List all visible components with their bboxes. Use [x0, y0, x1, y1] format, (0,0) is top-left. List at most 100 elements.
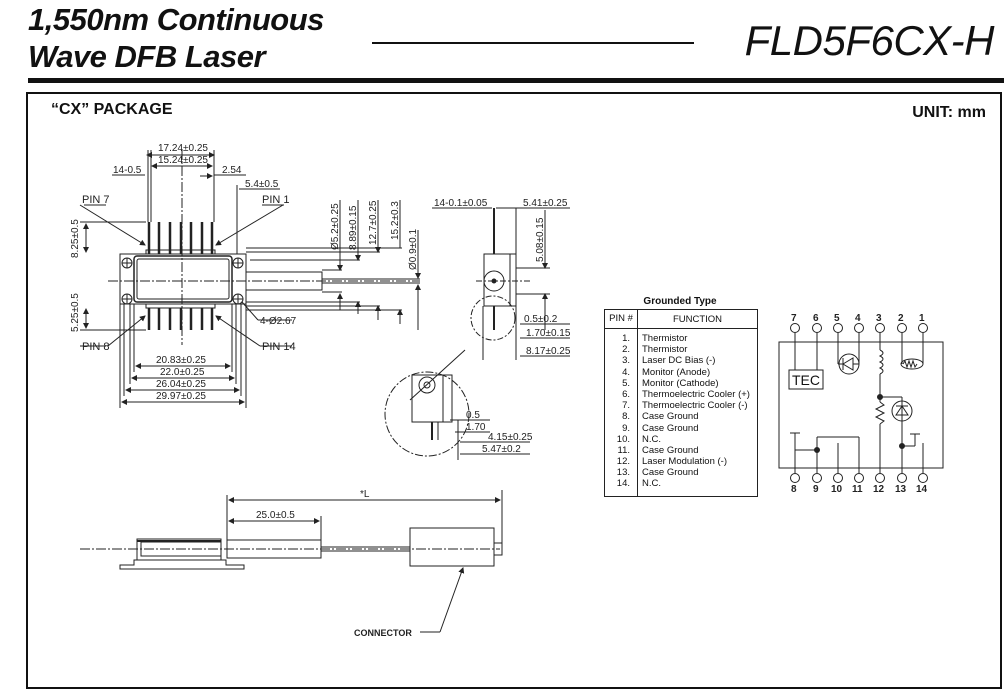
pin-number-cell: 12. — [616, 456, 630, 468]
pin-table-header: PIN # FUNCTION — [605, 310, 757, 329]
pin14-label: PIN 14 — [262, 341, 296, 353]
pin-number-cell: 2. — [622, 344, 630, 356]
pin-function-cell: Thermistor — [642, 344, 688, 356]
pin-number: 8 — [791, 484, 797, 495]
pin-number-cell: 13. — [616, 467, 630, 479]
dim-25-0: 25.0±0.5 — [256, 510, 295, 521]
header-function: FUNCTION — [672, 313, 723, 325]
dim-29-97: 29.97±0.25 — [156, 391, 206, 402]
pin-number-cell: 11. — [617, 444, 630, 456]
pin8-label: PIN 8 — [82, 341, 110, 353]
dim-5-4: 5.4±0.5 — [245, 179, 279, 190]
pin-number-cell: 1. — [622, 333, 630, 344]
dim-1-70-side: 1.70±0.15 — [526, 328, 571, 339]
pin-function-cell: N.C. — [642, 478, 661, 490]
dim-22-0: 22.0±0.25 — [160, 367, 205, 378]
pin-number-cell: 7. — [622, 400, 630, 412]
product-title-line2: Wave DFB Laser — [28, 39, 266, 74]
pin-function-cell: N.C. — [642, 433, 661, 445]
pin-number-cell: 4. — [622, 366, 630, 378]
dim-lead: 14-0.1±0.05 — [434, 198, 488, 209]
pin-function-cell: Thermoelectric Cooler (+) — [642, 388, 750, 400]
pin-number: 12 — [873, 484, 885, 495]
elevation-view — [80, 490, 503, 633]
package-label: “CX” PACKAGE — [51, 101, 173, 118]
pin-number-cell: 3. — [622, 355, 630, 367]
pin-number-cell: 8. — [622, 411, 630, 423]
dim-1-70-detail: 1.70 — [466, 422, 486, 433]
dim-15-24: 15.24±0.25 — [158, 155, 208, 166]
pin-number: 5 — [834, 313, 840, 324]
pin-function-cell: Case Ground — [642, 422, 699, 434]
bottom-pin-circles — [790, 473, 928, 483]
side-view-detail — [384, 371, 530, 460]
dim-14-0-5: 14-0.5 — [113, 165, 142, 176]
dim-8-89: 8.89±0.15 — [348, 205, 359, 250]
unit-label: UNIT: mm — [912, 104, 986, 121]
dim-2-54: 2.54 — [222, 165, 242, 176]
dim-4-15: 4.15±0.25 — [488, 432, 533, 443]
header-rule — [28, 78, 1004, 83]
dim-17-24: 17.24±0.25 — [158, 143, 208, 154]
pin-number: 2 — [898, 313, 904, 324]
pin-number-column: 1.2.3.4.5.6.7.8.9.10.11.12.13.14. — [605, 329, 638, 496]
pin-number-cell: 6. — [622, 388, 630, 400]
pin-number: 4 — [855, 313, 861, 324]
pin-number: 9 — [813, 484, 819, 495]
pin-function-cell: Thermoelectric Cooler (-) — [642, 400, 748, 412]
dim-0-5-side: 0.5±0.2 — [524, 314, 558, 325]
dim-26-04: 26.04±0.25 — [156, 379, 206, 390]
pin-function-table: PIN # FUNCTION 1.2.3.4.5.6.7.8.9.10.11.1… — [604, 309, 758, 497]
title-divider — [372, 42, 694, 44]
dim-8-25: 8.25±0.5 — [70, 219, 81, 258]
pin-function-cell: Laser Modulation (-) — [642, 456, 728, 468]
top-view-dimensions — [79, 150, 421, 408]
pin-number-cell: 9. — [622, 422, 630, 434]
dim-dia-5-2: Ø5.2±0.25 — [330, 203, 341, 250]
pin-function-cell: Monitor (Anode) — [642, 366, 711, 378]
pin-function-cell: Monitor (Cathode) — [642, 377, 719, 389]
pin-schematic — [778, 323, 944, 483]
drawing-frame — [26, 92, 1002, 689]
pin-number-cell: 14. — [616, 478, 630, 490]
pin-number: 6 — [813, 313, 819, 324]
header-pin: PIN # — [605, 310, 638, 328]
schematic-top-pin-numbers: 7 6 5 4 3 2 1 — [791, 313, 925, 324]
pin-function-cell: Case Ground — [642, 444, 699, 456]
dim-5-25: 5.25±0.5 — [70, 293, 81, 332]
dim-dia-0-9: Ø0.9±0.1 — [408, 228, 419, 270]
pin-number: 13 — [895, 484, 907, 495]
pin-number-cell: 5. — [622, 377, 630, 389]
pin-number: 1 — [919, 313, 925, 324]
pin-number-cell: 10. — [616, 433, 630, 445]
tec-label: TEC — [792, 372, 820, 388]
pin-number: 14 — [916, 484, 928, 495]
pin-table-title: Grounded Type — [643, 296, 717, 307]
model-number: FLD5F6CX-H — [744, 17, 995, 64]
pin-number: 7 — [791, 313, 797, 324]
pin-function-cell: Thermistor — [642, 333, 688, 344]
dim-5-08: 5.08±0.15 — [535, 217, 546, 262]
dim-8-17: 8.17±0.25 — [526, 346, 571, 357]
top-view-package — [108, 150, 420, 345]
pin-number: 11 — [852, 484, 863, 495]
schematic-bottom-pin-numbers: 8 9 10 11 12 13 14 — [791, 484, 928, 495]
product-title-line1: 1,550nm Continuous — [28, 2, 324, 37]
dim-12-7: 12.7±0.25 — [368, 200, 379, 245]
pin-function-cell: Case Ground — [642, 467, 699, 479]
dim-0-5-detail: 0.5 — [466, 410, 480, 421]
pin-function-cell: Laser DC Bias (-) — [642, 355, 716, 367]
dim-15-2: 15.2±0.3 — [390, 201, 401, 240]
dim-5-47: 5.47±0.2 — [482, 444, 521, 455]
dim-5-41: 5.41±0.25 — [523, 198, 568, 209]
pin7-label: PIN 7 — [82, 194, 110, 206]
pin1-label: PIN 1 — [262, 194, 290, 206]
connector-label: CONNECTOR — [354, 628, 412, 638]
dim-20-83: 20.83±0.25 — [156, 355, 206, 366]
side-view — [409, 207, 570, 401]
pin-number: 10 — [831, 484, 843, 495]
dim-length-L: *L — [360, 489, 370, 500]
top-pin-circles — [790, 323, 928, 333]
